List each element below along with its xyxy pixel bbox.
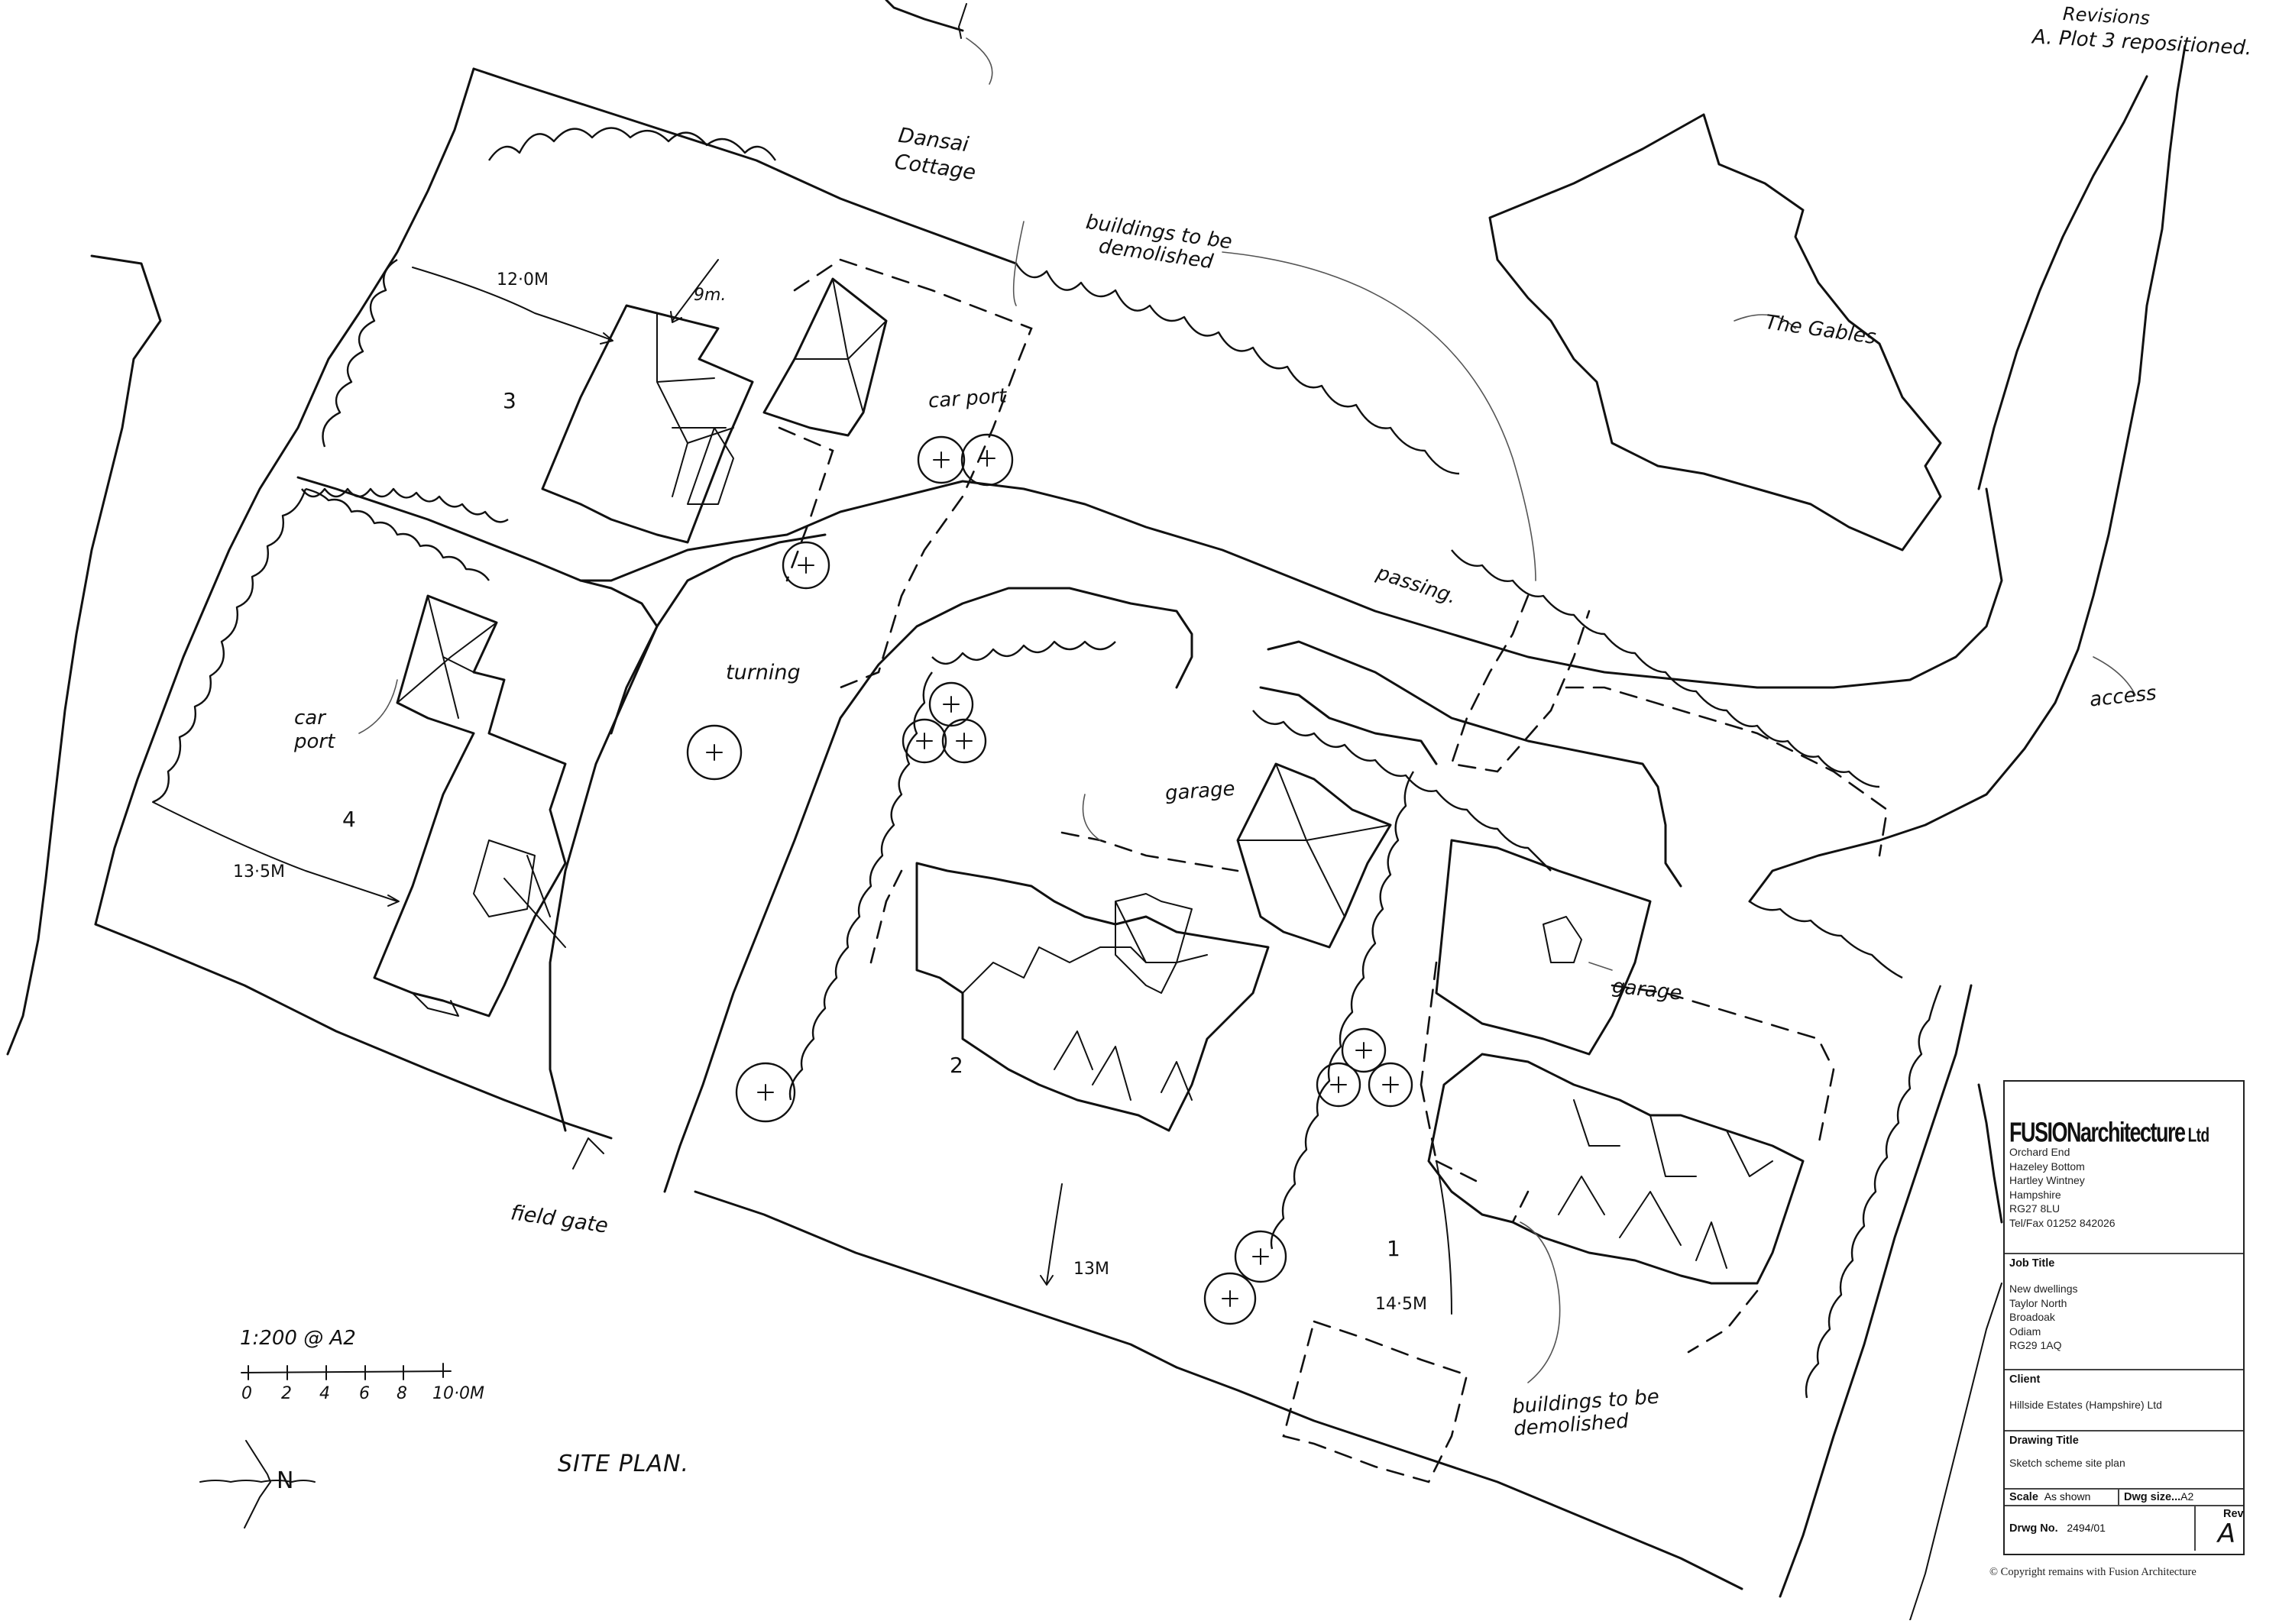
scale-tick-label: 10·0M <box>432 1384 484 1403</box>
dwg-size-cell: Dwg size...A2 <box>2124 1490 2194 1503</box>
neighbour-dansai-cottage: Dansai Cottage <box>892 124 977 186</box>
client-value: Hillside Estates (Hampshire) Ltd <box>2009 1399 2162 1411</box>
tree-icon <box>735 1062 796 1123</box>
north-arrow-icon <box>199 1440 316 1529</box>
plot-4-dimension: 13·5M <box>233 862 285 882</box>
east-boundary <box>1909 1083 2003 1621</box>
scale-tick-label: 2 <box>281 1384 292 1403</box>
tree-icon <box>1368 1062 1413 1108</box>
plot-number-3: 3 <box>503 388 516 413</box>
job-title-section: Job Title New dwellings Taylor North Bro… <box>2005 1253 2243 1369</box>
drwg-no-cell: Drwg No. 2494/01 <box>2009 1522 2106 1535</box>
scale-tick-label: 8 <box>397 1384 407 1403</box>
demolish-outline-north <box>762 258 1033 689</box>
client-section: Client Hillside Estates (Hampshire) Ltd <box>2005 1369 2243 1430</box>
revision-letter: A <box>2217 1519 2235 1549</box>
plot-3-dimension: 12·0M <box>497 270 549 290</box>
company-address: Orchard End Hazeley Bottom Hartley Wintn… <box>2009 1146 2116 1229</box>
tree-icon <box>928 681 974 727</box>
job-title-value: New dwellings Taylor North Broadoak Odia… <box>2009 1283 2078 1351</box>
dansai-cottage-outline <box>885 0 993 85</box>
plot-3-setback: 9m. <box>694 286 727 305</box>
scale-cell: Scale As shown <box>2005 1490 2119 1505</box>
scale-size-row: Scale As shown Dwg size...A2 <box>2005 1488 2243 1505</box>
plot-number-4: 4 <box>342 807 356 832</box>
tree-icon <box>917 435 966 484</box>
north-label: N <box>277 1467 294 1494</box>
tree-icon <box>1203 1272 1257 1325</box>
revisions-heading: Revisions <box>2062 3 2151 29</box>
the-gables-outline <box>1488 113 1942 552</box>
plot-1-dimension: 14·5M <box>1375 1295 1427 1314</box>
tree-icon <box>1316 1062 1361 1108</box>
annotation-garage-plot2: garage <box>1164 777 1236 806</box>
drawing-number-row: Drwg No. 2494/01 Rev A <box>2005 1505 2244 1551</box>
west-boundary <box>6 67 475 1056</box>
tree-icon <box>902 718 947 764</box>
scale-note: 1:200 @ A2 <box>240 1327 356 1350</box>
tree-icon <box>686 724 743 781</box>
plot-4-boundary <box>94 487 613 1140</box>
scale-tick-label: 6 <box>359 1384 370 1403</box>
plot-3-boundary <box>296 67 1018 582</box>
hedge-north-road <box>1015 263 1880 788</box>
drawing-title-label: Drawing Title <box>2009 1435 2079 1447</box>
copyright-notice: © Copyright remains with Fusion Architec… <box>1989 1566 2196 1578</box>
drawing-title-value: Sketch scheme site plan <box>2009 1457 2125 1469</box>
scale-tick-label: 0 <box>241 1384 252 1403</box>
plot-1-boundary <box>1175 710 1973 1598</box>
tree-icon <box>1234 1230 1287 1283</box>
dimension-arrows <box>152 221 2136 1383</box>
tree-icon <box>960 433 1014 487</box>
drawing-title-section: Drawing Title Sketch scheme site plan <box>2005 1430 2243 1488</box>
scale-bar <box>241 1363 452 1380</box>
plot-number-2: 2 <box>950 1053 963 1078</box>
client-label: Client <box>2009 1373 2041 1386</box>
revision-cell: Rev A <box>2194 1506 2244 1551</box>
tree-icon <box>1341 1027 1387 1073</box>
driveway <box>549 44 2187 1193</box>
drawing-title: SITE PLAN. <box>558 1451 690 1477</box>
annotation-turning: turning <box>726 661 801 684</box>
scale-bar-labels: 0 2 4 6 8 10·0M <box>238 1384 484 1407</box>
plot-number-1: 1 <box>1387 1236 1400 1261</box>
tree-icon <box>941 718 987 764</box>
tree-icon <box>782 541 830 590</box>
trees <box>686 433 1413 1325</box>
plot-2-boundary <box>694 640 1438 1369</box>
passing-bay <box>1450 594 1889 857</box>
annotation-car-port-west: car port <box>294 707 335 754</box>
plot-2-dimension: 13M <box>1073 1260 1109 1279</box>
job-title-label: Job Title <box>2009 1257 2055 1270</box>
scale-tick-label: 4 <box>319 1384 330 1403</box>
